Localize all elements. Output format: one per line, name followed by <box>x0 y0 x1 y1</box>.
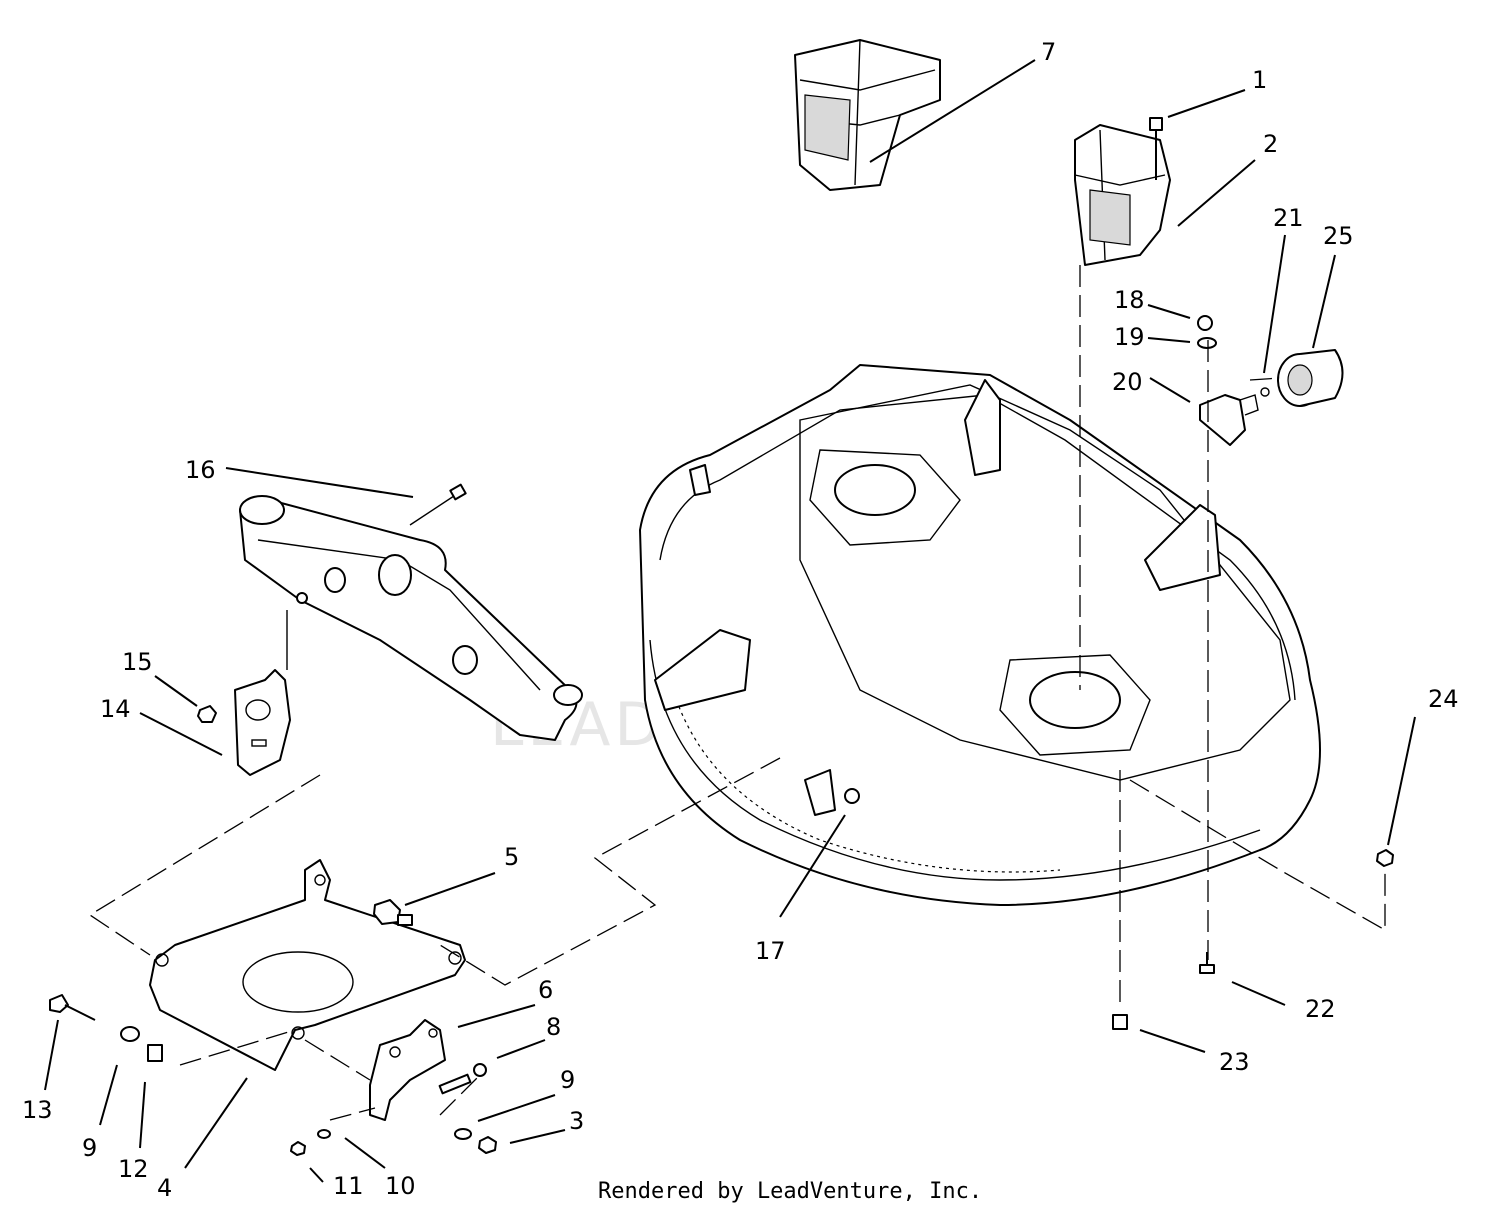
callout-17: 17 <box>755 937 786 965</box>
callout-5: 5 <box>504 843 519 871</box>
callout-12: 12 <box>118 1155 149 1183</box>
parts-18-21-hardware <box>1197 315 1270 446</box>
callout-19: 19 <box>1114 323 1145 351</box>
mower-deck <box>639 364 1321 906</box>
part-25-knob <box>1277 349 1344 407</box>
leader-lines <box>44 59 1416 1183</box>
callout-16: 16 <box>185 456 216 484</box>
callout-4: 4 <box>157 1174 172 1202</box>
callout-15: 15 <box>122 648 153 676</box>
part-14-bracket <box>197 610 291 776</box>
callout-8: 8 <box>546 1013 561 1041</box>
callout-1: 1 <box>1252 66 1267 94</box>
parts-hardware-small <box>49 849 1394 1156</box>
callout-24: 24 <box>1428 685 1459 713</box>
callout-9-right: 9 <box>560 1066 575 1094</box>
callout-9-left: 9 <box>82 1134 97 1162</box>
callout-7: 7 <box>1041 38 1056 66</box>
callout-23: 23 <box>1219 1048 1250 1076</box>
callout-3: 3 <box>569 1107 584 1135</box>
footer-credit: Rendered by LeadVenture, Inc. <box>598 1179 982 1204</box>
callout-14: 14 <box>100 695 131 723</box>
part-4-hitch-plate <box>149 859 466 1071</box>
callout-20: 20 <box>1112 368 1143 396</box>
callout-10: 10 <box>385 1172 416 1200</box>
callout-labels: 1 2 3 4 5 6 7 8 9 9 10 11 12 13 14 15 16… <box>22 38 1459 1202</box>
part-7-deflector <box>794 39 941 191</box>
callout-25: 25 <box>1323 222 1354 250</box>
assembly-lines <box>88 265 1386 1121</box>
callout-21: 21 <box>1273 204 1304 232</box>
callout-13: 13 <box>22 1096 53 1124</box>
callout-18: 18 <box>1114 286 1145 314</box>
callout-2: 2 <box>1263 130 1278 158</box>
part-16-lift-arm <box>239 483 583 741</box>
part-5-bolt <box>373 899 413 926</box>
callout-11: 11 <box>333 1172 364 1200</box>
part-2-deflector <box>1074 124 1171 266</box>
part-6-bracket <box>369 1019 446 1121</box>
part-1-screw <box>1149 117 1163 180</box>
callout-6: 6 <box>538 976 553 1004</box>
callout-22: 22 <box>1305 995 1336 1023</box>
